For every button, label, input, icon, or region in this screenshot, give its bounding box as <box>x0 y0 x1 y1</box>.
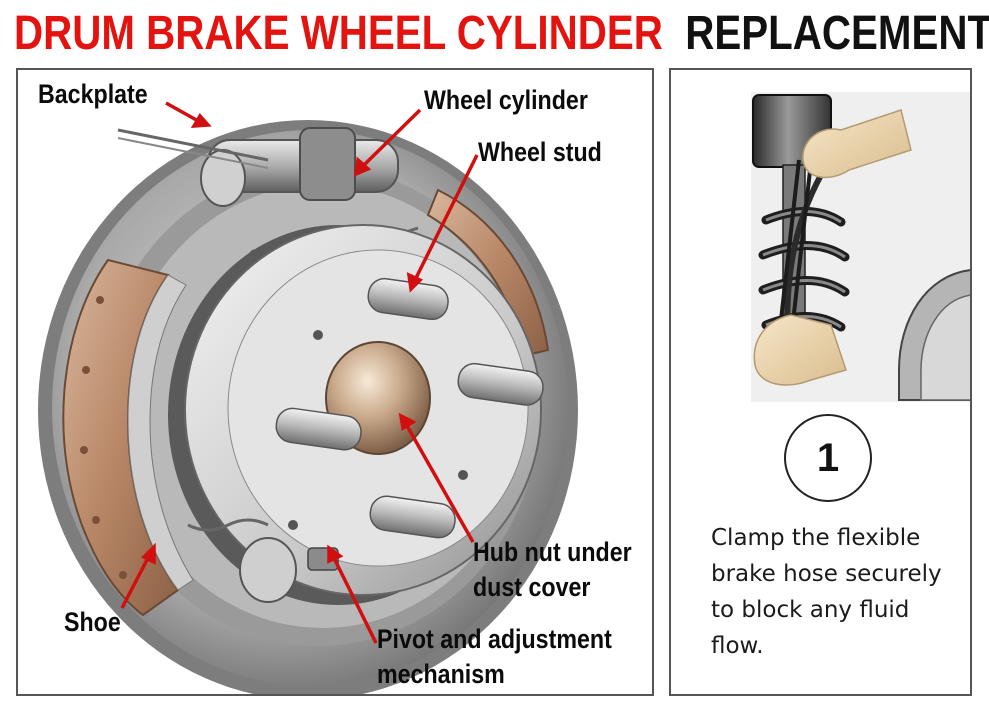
step-instruction: Clamp the flexible brake hose securely t… <box>711 525 942 659</box>
title-part-black: REPLACEMENT <box>685 7 989 60</box>
label-pivot-line1: Pivot and adjustment <box>377 624 612 654</box>
drum-brake-illustration <box>38 101 578 694</box>
title-part-red: DRUM BRAKE WHEEL CYLINDER <box>14 7 663 60</box>
upper-hand-shape <box>802 109 912 179</box>
wheel-studs-shape <box>275 277 544 539</box>
page-title: DRUM BRAKE WHEEL CYLINDER REPLACEMENT <box>14 2 989 66</box>
label-hub-nut-line1: Hub nut under <box>473 537 632 567</box>
label-backplate: Backplate <box>38 79 148 109</box>
wheel-cylinder-shape <box>117 127 399 207</box>
label-wheel-stud: Wheel stud <box>478 137 602 167</box>
clamp-hose-illustration <box>751 92 970 402</box>
lower-hand-shape <box>753 314 847 386</box>
diagram-panel: Backplate Wheel cylinder Wheel stud Hub … <box>16 68 654 696</box>
label-hub-nut-line2: dust cover <box>473 572 591 602</box>
step-panel: 1 Clamp the flexible brake hose securely… <box>669 68 972 696</box>
drum-edge-shape <box>898 269 970 401</box>
brake-shoe-shape <box>62 188 550 617</box>
leader-lines <box>120 101 479 644</box>
label-wheel-cylinder: Wheel cylinder <box>424 85 588 115</box>
step-number-badge: 1 <box>784 414 872 502</box>
hose-clamp-shape <box>779 159 813 323</box>
label-pivot-line2: mechanism <box>377 659 505 689</box>
label-shoe: Shoe <box>64 607 121 637</box>
